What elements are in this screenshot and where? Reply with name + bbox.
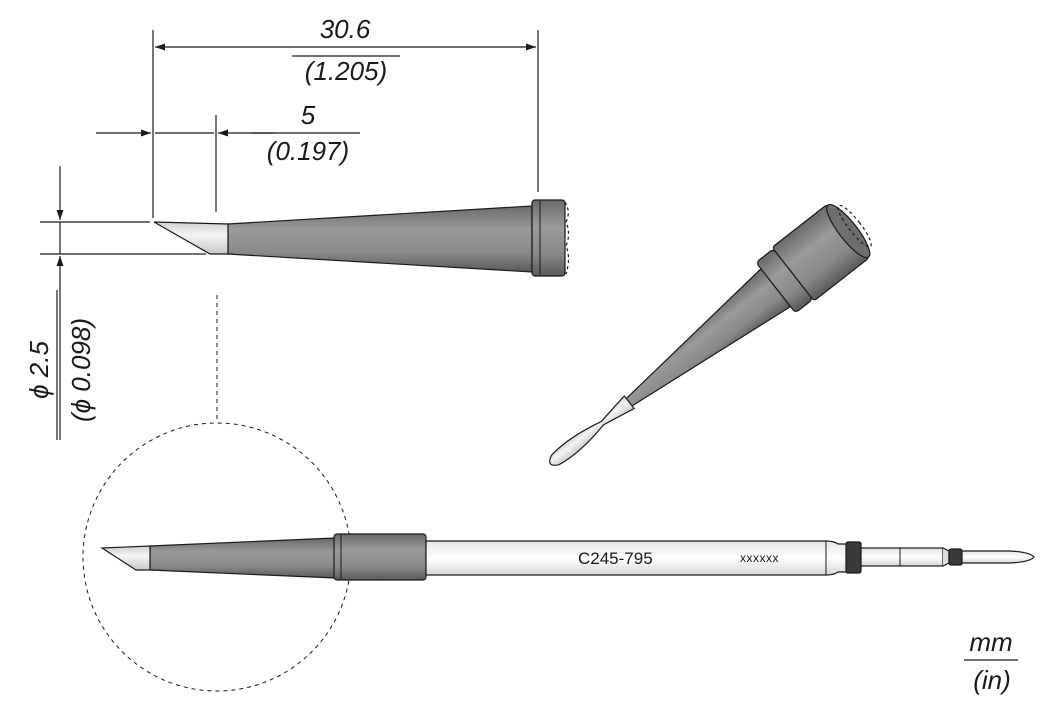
tip-side-view [153,199,570,277]
overall-length-mm: 30.6 [320,14,371,44]
cartridge-full-view: C245-795 xxxxxx [100,533,1035,581]
dimension-diameter: ϕ 2.5 (ϕ 0.098) [24,166,96,440]
units-secondary: (in) [973,665,1011,695]
diameter-mm: ϕ 2.5 [24,341,54,399]
extension-lines [40,30,539,255]
units-legend: mm (in) [964,627,1018,695]
dimension-overall-length: 30.6 (1.205) [155,14,536,86]
tip-3d-view [549,203,872,466]
tip-3d-tinned-end [549,394,636,466]
tip-3d-end-cap [826,203,871,259]
units-primary: mm [969,627,1012,657]
cartridge-tip-bevel [100,545,151,571]
bevel-length-in: (0.197) [267,136,349,166]
diameter-in: (ϕ 0.098) [66,318,96,422]
cartridge-dark-band-2 [948,548,963,566]
cartridge-model-label: C245-795 [578,549,653,568]
tip-taper-body [227,205,533,273]
cartridge-collar [333,533,427,581]
cartridge-serial-label: xxxxxx [740,551,779,565]
cartridge-pin [860,547,944,567]
dimension-bevel-length: 5 (0.197) [96,100,360,166]
bevel-length-mm: 5 [301,100,316,130]
cartridge-dark-band-1 [845,541,862,574]
detail-callout [82,295,352,692]
tip-collar [531,199,566,277]
overall-length-in: (1.205) [305,56,387,86]
cartridge-tip-taper [149,537,336,579]
cartridge-end-pin [961,550,1035,564]
tip-tinned-bevel [153,221,229,255]
